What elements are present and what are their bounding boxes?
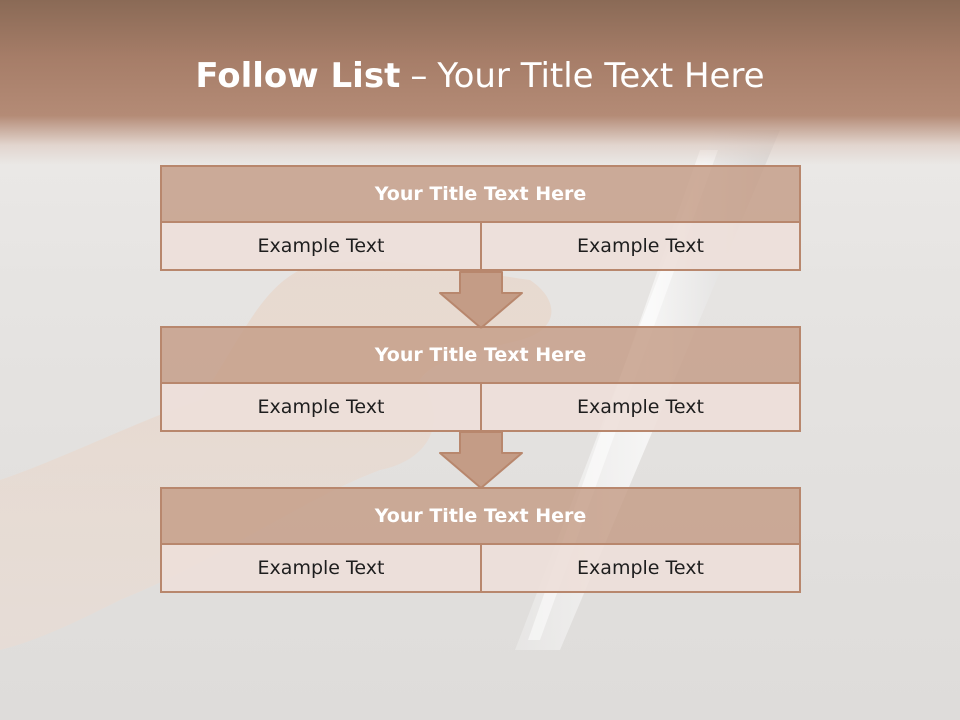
- title-bold: Follow List: [195, 56, 401, 96]
- block-cell-right: Example Text: [480, 543, 801, 593]
- down-arrow-icon: [439, 431, 523, 489]
- block-cell-right: Example Text: [480, 382, 801, 432]
- list-block-1: Your Title Text Here Example Text Exampl…: [160, 165, 801, 271]
- title-rest: Your Title Text Here: [437, 56, 765, 96]
- block-cell-left: Example Text: [160, 543, 482, 593]
- slide-title: Follow List–Your Title Text Here: [0, 52, 960, 100]
- block-cell-left: Example Text: [160, 221, 482, 271]
- list-block-3: Your Title Text Here Example Text Exampl…: [160, 487, 801, 593]
- block-cell-right: Example Text: [480, 221, 801, 271]
- down-arrow-icon: [439, 271, 523, 329]
- block-cell-left: Example Text: [160, 382, 482, 432]
- block-title: Your Title Text Here: [160, 326, 801, 384]
- header-band: [0, 0, 960, 165]
- title-dash: –: [410, 56, 428, 96]
- block-title: Your Title Text Here: [160, 487, 801, 545]
- block-title: Your Title Text Here: [160, 165, 801, 223]
- list-block-2: Your Title Text Here Example Text Exampl…: [160, 326, 801, 432]
